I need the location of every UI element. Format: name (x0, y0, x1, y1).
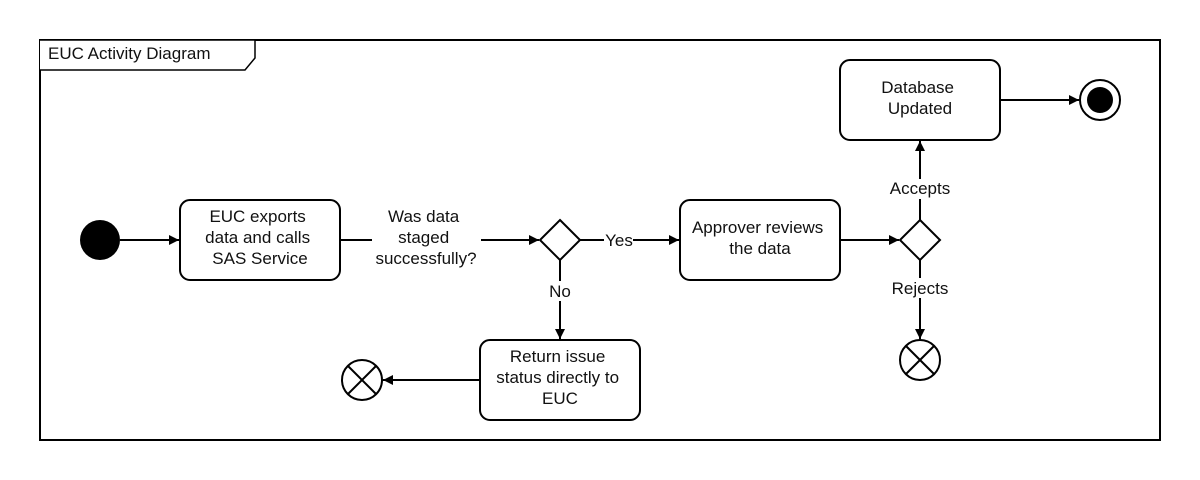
initial-node (80, 220, 120, 260)
edges (120, 95, 1079, 385)
diagram-frame: EUC Activity Diagram (39, 39, 1161, 441)
svg-text:Approver reviews the dat: Approver reviews the data (692, 218, 828, 258)
action-approver-line-1: Approver reviews (692, 218, 823, 237)
label-accepts: Accepts (890, 179, 950, 198)
action-approver-line-2: the data (729, 239, 791, 258)
action-database-line-2: Updated (888, 99, 952, 118)
label-rejects: Rejects (892, 279, 949, 298)
action-euc-exports-line-1: EUC exports (209, 207, 305, 226)
action-return-issue-line-1: Return issue (510, 347, 605, 366)
action-return-issue-line-2: status directly to (496, 368, 619, 387)
action-euc-exports-line-2: data and calls (205, 228, 310, 247)
guard-line-2: staged (398, 228, 449, 247)
frame-title: EUC Activity Diagram (48, 44, 210, 63)
action-euc-exports-line-3: SAS Service (212, 249, 307, 268)
flow-final-bottom (899, 339, 941, 381)
activity-final-node (1079, 79, 1121, 121)
action-approver-reviews[interactable]: Approver reviews the data (679, 199, 841, 281)
action-database-updated[interactable]: Database Updated (839, 59, 1001, 141)
action-euc-exports[interactable]: EUC exports data and calls SAS Service (179, 199, 341, 281)
guard-line-3: successfully? (375, 249, 476, 268)
label-no: No (549, 282, 571, 301)
svg-text:Return issue status dire: Return issue status directly to EUC (496, 347, 624, 408)
guard-line-1: Was data (388, 207, 460, 226)
flow-final-left (341, 359, 383, 401)
guard-was-data-staged: Was data staged successfully? (375, 207, 476, 268)
action-return-issue-line-3: EUC (542, 389, 578, 408)
action-return-issue[interactable]: Return issue status directly to EUC (479, 339, 641, 421)
action-database-line-1: Database (881, 78, 954, 97)
decision-staged[interactable] (538, 218, 582, 262)
svg-text:EUC exports data and cal: EUC exports data and calls SAS Service (205, 207, 315, 268)
decision-approve[interactable] (898, 218, 942, 262)
svg-text:Database Updated: Database Updated (881, 78, 959, 118)
label-yes: Yes (605, 231, 633, 250)
